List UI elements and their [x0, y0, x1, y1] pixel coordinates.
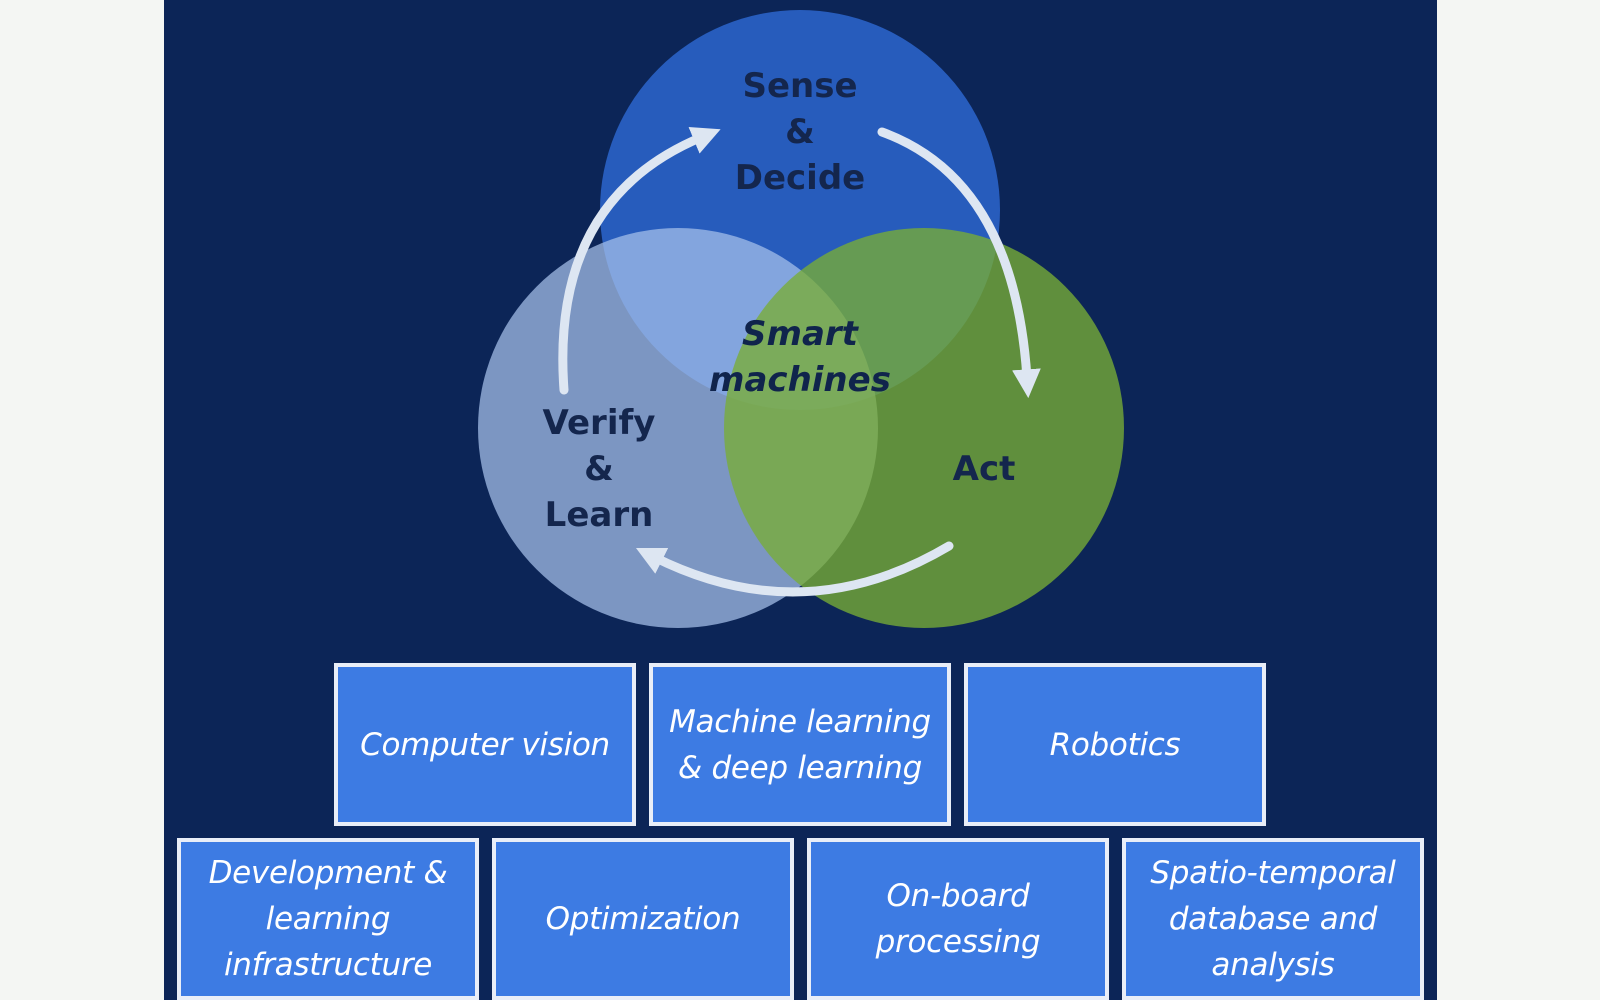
box-spatio-temporal-text: Spatio-temporal database and analysis — [1150, 850, 1396, 988]
box-development-line-1: Development & — [208, 855, 448, 891]
box-development-line-3: infrastructure — [223, 947, 433, 983]
box-onboard-line-1: On-board — [886, 878, 1030, 914]
box-robotics: Robotics — [964, 663, 1266, 826]
box-spatio-temporal-line-2: database and — [1168, 901, 1378, 937]
box-robotics-text: Robotics — [1050, 722, 1181, 768]
box-machine-learning-text: Machine learning & deep learning — [669, 699, 931, 791]
label-center-line-2: machines — [709, 360, 891, 400]
circle-act — [724, 228, 1124, 628]
box-development-infrastructure: Development & learning infrastructure — [177, 838, 479, 1000]
label-smart-machines: Smart machines — [680, 311, 920, 403]
cycle-arrow-act-to-verify — [635, 541, 954, 597]
label-verify-learn: Verify & Learn — [504, 400, 694, 538]
box-spatio-temporal-line-3: analysis — [1211, 947, 1335, 983]
venn-diagram — [478, 10, 1124, 628]
box-machine-learning: Machine learning & deep learning — [649, 663, 951, 826]
box-onboard-text: On-board processing — [876, 873, 1041, 965]
box-optimization-text: Optimization — [546, 896, 741, 942]
label-verify-line-1: Verify — [542, 403, 656, 443]
label-center-line-1: Smart — [742, 314, 858, 354]
box-machine-learning-line-1: Machine learning — [669, 703, 931, 740]
box-computer-vision: Computer vision — [334, 663, 636, 826]
label-verify-line-3: Learn — [544, 495, 654, 535]
box-development-line-2: learning — [265, 901, 391, 937]
box-robotics-line-1: Robotics — [1049, 726, 1181, 763]
box-spatio-temporal-line-1: Spatio-temporal — [1150, 855, 1396, 891]
cycle-arrow-sense-to-act — [877, 127, 1041, 399]
box-spatio-temporal: Spatio-temporal database and analysis — [1122, 838, 1424, 1000]
cycle-arrow-verify-to-sense — [558, 127, 721, 395]
label-sense-line-1: Sense — [742, 66, 858, 106]
box-onboard-line-2: processing — [875, 924, 1041, 960]
box-optimization: Optimization — [492, 838, 794, 1000]
label-sense-line-2: & — [785, 112, 815, 152]
box-onboard-processing: On-board processing — [807, 838, 1109, 1000]
box-machine-learning-line-2: & deep learning — [678, 749, 922, 786]
label-sense-line-3: Decide — [734, 158, 866, 198]
box-computer-vision-text: Computer vision — [360, 722, 610, 768]
label-act: Act — [904, 446, 1064, 492]
box-development-text: Development & learning infrastructure — [209, 850, 448, 988]
label-act-line-1: Act — [952, 449, 1016, 489]
box-computer-vision-line-1: Computer vision — [360, 726, 610, 763]
slide-background: Sense & Decide Smart machines Verify & L… — [164, 0, 1437, 1000]
label-sense-decide: Sense & Decide — [700, 63, 900, 201]
box-optimization-line-1: Optimization — [545, 901, 741, 937]
label-verify-line-2: & — [584, 449, 614, 489]
